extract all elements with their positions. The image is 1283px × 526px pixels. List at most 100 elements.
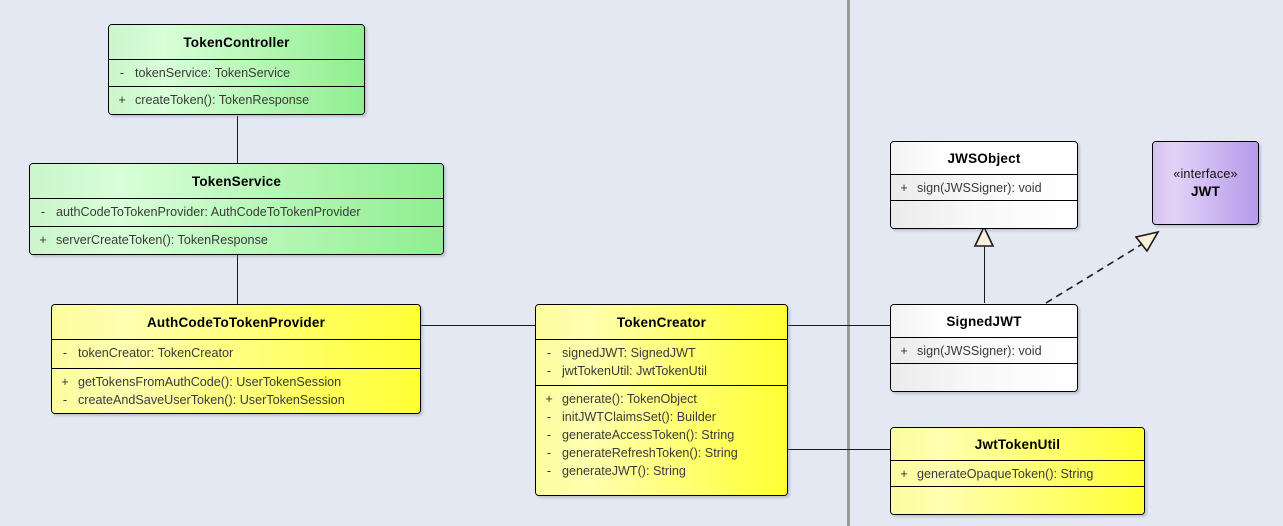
operation-row: + generate(): TokenObject — [536, 390, 787, 408]
attributes-compartment-tokencontroller: - tokenService: TokenService — [109, 59, 364, 86]
class-box-jwt-interface[interactable]: «interface» JWT — [1152, 141, 1259, 225]
connector-authcodetotokenprovider-tokencreator — [420, 325, 536, 326]
attribute-signature: signedJWT: SignedJWT — [562, 346, 696, 360]
attribute-signature: jwtTokenUtil: JwtTokenUtil — [562, 364, 707, 378]
class-header-jwsobject: JWSObject — [891, 142, 1077, 174]
operation-signature: serverCreateToken(): TokenResponse — [56, 233, 268, 247]
empty-compartment-jwttokenutil — [891, 486, 1144, 514]
operation-row: - generateRefreshToken(): String — [536, 444, 787, 462]
empty-compartment-signedjwt — [891, 363, 1077, 391]
class-header-jwttokenutil: JwtTokenUtil — [891, 428, 1144, 460]
operations-compartment-jwsobject: + sign(JWSSigner): void — [891, 174, 1077, 200]
visibility-marker: + — [39, 233, 47, 247]
visibility-marker: - — [546, 446, 552, 460]
visibility-marker: + — [900, 344, 908, 358]
operation-signature: getTokensFromAuthCode(): UserTokenSessio… — [78, 375, 342, 389]
empty-compartment-jwsobject — [891, 200, 1077, 228]
class-header-tokencreator: TokenCreator — [536, 305, 787, 339]
operations-compartment-tokenservice: + serverCreateToken(): TokenResponse — [30, 226, 443, 254]
operations-compartment-tokencreator: + generate(): TokenObject - initJWTClaim… — [536, 385, 787, 495]
operation-signature: generateOpaqueToken(): String — [917, 467, 1094, 481]
visibility-marker: - — [40, 205, 46, 219]
visibility-marker: - — [62, 393, 68, 407]
connector-tokencreator-signedjwt — [787, 325, 891, 326]
operation-signature: generateJWT(): String — [562, 464, 686, 478]
operation-row: + sign(JWSSigner): void — [891, 179, 1077, 197]
class-header-jwt-interface: «interface» JWT — [1153, 142, 1258, 224]
class-name-jwt: JWT — [1190, 184, 1221, 199]
realization-arrowhead-jwt — [1134, 230, 1160, 253]
attribute-row: - authCodeToTokenProvider: AuthCodeToTok… — [30, 203, 443, 221]
operation-signature: generateAccessToken(): String — [562, 428, 735, 442]
operations-compartment-tokencontroller: + createToken(): TokenResponse — [109, 86, 364, 114]
operation-signature: initJWTClaimsSet(): Builder — [562, 410, 716, 424]
operation-row: + serverCreateToken(): TokenResponse — [30, 231, 443, 249]
operation-row: + getTokensFromAuthCode(): UserTokenSess… — [52, 373, 420, 391]
stereotype-label-interface: «interface» — [1173, 167, 1238, 181]
operation-row: + sign(JWSSigner): void — [891, 342, 1077, 360]
class-name-signedjwt: SignedJWT — [946, 313, 1022, 329]
class-header-tokencontroller: TokenController — [109, 25, 364, 59]
attributes-compartment-authcodetotokenprovider: - tokenCreator: TokenCreator — [52, 339, 420, 368]
class-header-signedjwt: SignedJWT — [891, 305, 1077, 337]
visibility-marker: - — [546, 364, 552, 378]
visibility-marker: - — [546, 410, 552, 424]
attributes-compartment-tokencreator: - signedJWT: SignedJWT - jwtTokenUtil: J… — [536, 339, 787, 385]
class-box-signedjwt[interactable]: SignedJWT + sign(JWSSigner): void — [890, 304, 1078, 392]
realization-line-signedjwt-jwt — [1045, 242, 1145, 304]
visibility-marker: - — [546, 346, 552, 360]
attribute-signature: tokenCreator: TokenCreator — [78, 346, 234, 360]
visibility-marker: - — [119, 66, 125, 80]
visibility-marker: + — [118, 93, 126, 107]
class-name-authcodetotokenprovider: AuthCodeToTokenProvider — [146, 314, 326, 330]
attribute-row: - jwtTokenUtil: JwtTokenUtil — [536, 362, 787, 380]
attributes-compartment-tokenservice: - authCodeToTokenProvider: AuthCodeToTok… — [30, 198, 443, 226]
class-name-tokencontroller: TokenController — [183, 34, 290, 50]
attribute-row: - signedJWT: SignedJWT — [536, 344, 787, 362]
operation-row: - initJWTClaimsSet(): Builder — [536, 408, 787, 426]
visibility-marker: + — [900, 467, 908, 481]
connector-tokencontroller-tokenservice — [237, 116, 238, 163]
page-divider — [847, 0, 850, 526]
operation-row: - createAndSaveUserToken(): UserTokenSes… — [52, 391, 420, 409]
operation-signature: createAndSaveUserToken(): UserTokenSessi… — [78, 393, 345, 407]
class-name-tokencreator: TokenCreator — [616, 314, 707, 330]
attribute-signature: authCodeToTokenProvider: AuthCodeToToken… — [56, 205, 361, 219]
connector-signedjwt-jwsobject — [984, 245, 985, 303]
class-header-tokenservice: TokenService — [30, 164, 443, 198]
connector-tokencreator-jwttokenutil — [787, 449, 891, 450]
generalization-arrowhead-jwsobject — [973, 225, 995, 247]
operation-row: - generateJWT(): String — [536, 462, 787, 480]
visibility-marker: - — [546, 464, 552, 478]
class-box-authcodetotokenprovider[interactable]: AuthCodeToTokenProvider - tokenCreator: … — [51, 304, 421, 414]
operation-row: + generateOpaqueToken(): String — [891, 465, 1144, 483]
visibility-marker: - — [62, 346, 68, 360]
class-box-tokencontroller[interactable]: TokenController - tokenService: TokenSer… — [108, 24, 365, 115]
operation-signature: sign(JWSSigner): void — [917, 181, 1042, 195]
class-name-tokenservice: TokenService — [191, 173, 282, 189]
attribute-row: - tokenCreator: TokenCreator — [52, 344, 420, 362]
operation-signature: createToken(): TokenResponse — [135, 93, 310, 107]
visibility-marker: + — [545, 392, 553, 406]
class-name-jwsobject: JWSObject — [947, 150, 1021, 166]
attribute-row: - tokenService: TokenService — [109, 64, 364, 82]
operation-signature: sign(JWSSigner): void — [917, 344, 1042, 358]
operations-compartment-signedjwt: + sign(JWSSigner): void — [891, 337, 1077, 363]
class-header-authcodetotokenprovider: AuthCodeToTokenProvider — [52, 305, 420, 339]
visibility-marker: - — [546, 428, 552, 442]
operation-row: - generateAccessToken(): String — [536, 426, 787, 444]
attribute-signature: tokenService: TokenService — [135, 66, 291, 80]
class-box-jwttokenutil[interactable]: JwtTokenUtil + generateOpaqueToken(): St… — [890, 427, 1145, 515]
visibility-marker: + — [61, 375, 69, 389]
connector-tokenservice-authcodetotokenprovider — [237, 254, 238, 304]
operation-signature: generate(): TokenObject — [562, 392, 697, 406]
visibility-marker: + — [900, 181, 908, 195]
class-box-tokencreator[interactable]: TokenCreator - signedJWT: SignedJWT - jw… — [535, 304, 788, 496]
class-box-tokenservice[interactable]: TokenService - authCodeToTokenProvider: … — [29, 163, 444, 255]
class-box-jwsobject[interactable]: JWSObject + sign(JWSSigner): void — [890, 141, 1078, 229]
class-name-jwttokenutil: JwtTokenUtil — [974, 436, 1061, 452]
operation-signature: generateRefreshToken(): String — [562, 446, 738, 460]
operations-compartment-authcodetotokenprovider: + getTokensFromAuthCode(): UserTokenSess… — [52, 368, 420, 413]
operations-compartment-jwttokenutil: + generateOpaqueToken(): String — [891, 460, 1144, 486]
